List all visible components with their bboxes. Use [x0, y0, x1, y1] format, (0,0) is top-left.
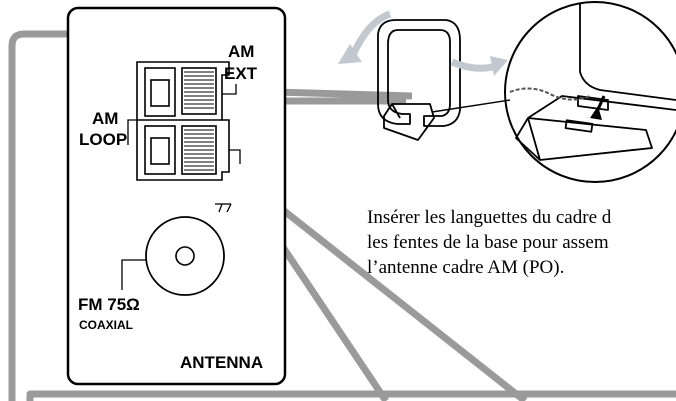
- inset-pointer: [431, 99, 511, 113]
- ground-symbol: [229, 149, 241, 164]
- rotation-arrow-head-right: [490, 56, 508, 76]
- detail-inset: [431, 1, 676, 183]
- ground-tick-1: [218, 203, 223, 213]
- am-loop-terminal-socket: [144, 125, 176, 175]
- ground-tick-2: [226, 203, 232, 213]
- coaxial-label: COAXIAL: [79, 318, 133, 332]
- am-ext-terminal-socket: [144, 67, 176, 117]
- instruction-line-1: Insérer les languettes du cadre d: [367, 207, 612, 228]
- antenna-label: ANTENNA: [180, 353, 263, 372]
- am-loop-leader: [127, 119, 137, 145]
- am-ext-label-line1: AM: [228, 42, 254, 61]
- inset-slot: [564, 119, 594, 133]
- instruction-line-2: les fentes de la base pour assem: [367, 232, 609, 253]
- rotation-arrow-lower: [450, 58, 498, 72]
- am-terminal-block: [136, 61, 230, 181]
- fm-75-ohm-label: FM 75Ω: [78, 295, 140, 314]
- am-ext-label-line2: EXT: [224, 64, 258, 83]
- loop-frame-outer: [377, 19, 461, 127]
- fm-jack-center: [175, 246, 195, 266]
- inset-tab: [577, 95, 609, 111]
- inset-base-body: [515, 117, 653, 161]
- insert-arrow-shaft: [594, 95, 606, 115]
- am-loop-label-line1: AM: [92, 109, 118, 128]
- am-loop-terminal-hole: [150, 137, 170, 165]
- inset-frame-wire: [579, 4, 676, 101]
- am-ext-lever: [181, 67, 217, 115]
- inset-circle: [504, 1, 676, 183]
- rotation-arrow-head-left: [338, 44, 362, 64]
- inset-twisted-wire: [509, 87, 591, 101]
- antenna-panel: AM EXT AM LOOP FM 75Ω COAXIAL ANTENNA: [66, 6, 287, 386]
- am-loop-antenna: [377, 19, 461, 141]
- label-leaders: [121, 84, 241, 290]
- am-ext-terminal-hole: [150, 79, 170, 107]
- am-loop-label-line2: LOOP: [79, 130, 127, 149]
- instruction-line-3: l’antenne cadre AM (PO).: [367, 257, 565, 278]
- assembly-instruction-text: Insérer les languettes du cadre d les fe…: [367, 205, 676, 280]
- inset-base-top: [527, 95, 676, 119]
- inset-base-edge: [527, 117, 541, 161]
- am-ext-leader: [222, 84, 237, 95]
- ground-wire-right: [237, 173, 528, 401]
- base-edge: [391, 103, 401, 119]
- bottom-wire: [26, 390, 676, 401]
- lever-ridges: [184, 71, 214, 171]
